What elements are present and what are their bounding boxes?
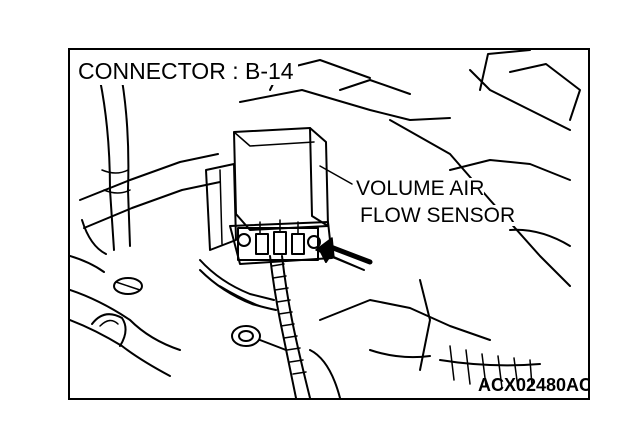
diagram-frame: CONNECTOR : B-14 VOLUME AIR FLOW SENSOR …: [68, 48, 590, 400]
connector-plug: [237, 219, 321, 261]
connector-title: CONNECTOR : B-14: [76, 60, 298, 85]
pointer-arrow: [315, 237, 373, 271]
wiring-harness: [199, 255, 341, 398]
leader-line: [319, 165, 353, 185]
air-cleaner-housing: [239, 50, 581, 389]
sensor-label-line1: VOLUME AIR: [356, 177, 485, 200]
engine-bay-illustration: [70, 50, 581, 398]
upper-hose: [79, 79, 221, 255]
figure-code: ACX02480AC: [478, 375, 590, 395]
sensor-label-line2: FLOW SENSOR: [360, 204, 516, 227]
lower-hose: [70, 255, 181, 377]
airflow-sensor-body: [205, 127, 333, 265]
